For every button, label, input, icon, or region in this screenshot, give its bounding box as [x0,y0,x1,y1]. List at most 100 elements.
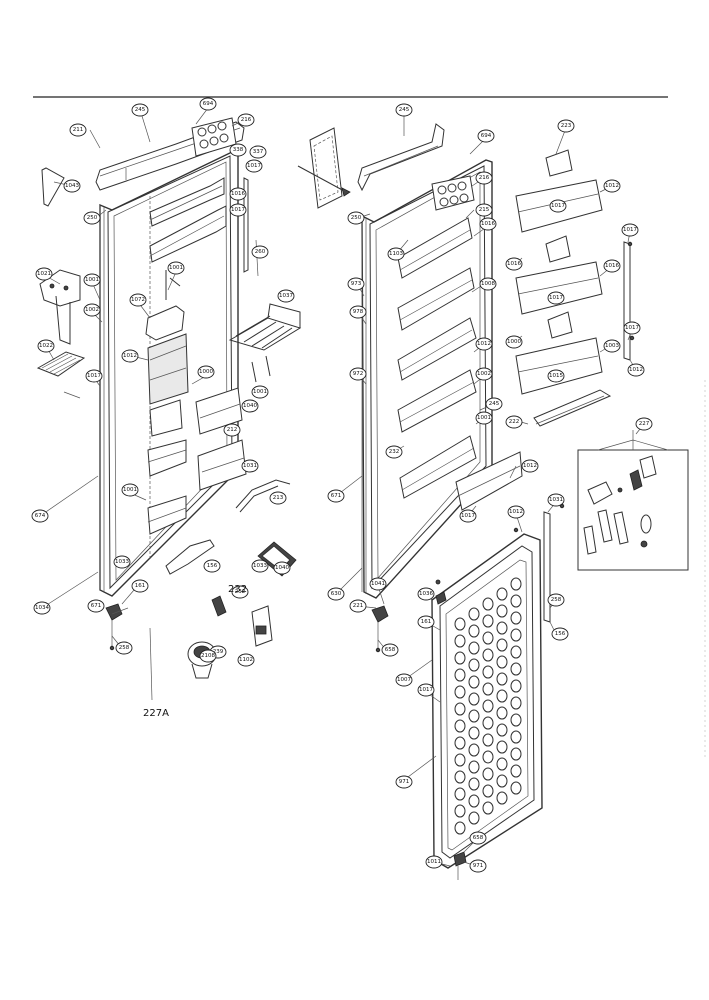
drawer-dimple [468,726,480,740]
left-callout: 1001 [121,483,139,497]
right-callout: 1012 [603,179,621,193]
callout-number: 1016 [481,221,495,227]
callout-circle [381,643,399,657]
callout-circle [203,559,221,573]
drawer-dimple [496,621,508,635]
right-door-lower-hinge [371,605,389,623]
callout-circle [241,459,259,473]
right-callout: 971 [469,859,487,873]
drawer-dimple [496,604,508,618]
drawer-dimple [482,682,494,696]
callout-circle [63,179,81,193]
right-callout: 1017 [623,321,641,335]
drawer-dimple [468,743,480,757]
callout-number: 694 [481,133,492,139]
drawer-dimple [482,733,494,747]
right-door-top-cap [357,123,445,192]
right-callout: 973 [347,277,365,291]
callout-number: 161 [135,583,146,589]
callout-number: 1016 [507,261,521,267]
drawer-dimple [468,760,480,774]
callout-circle [237,113,255,127]
callout-number: 1012 [477,341,491,347]
drawer-dimple-grid [454,577,522,835]
callout-number: 1002 [477,371,491,377]
right-callout: 1041 [369,577,387,591]
right-callout: 972 [349,367,367,381]
right-callout: 1002 [475,367,493,381]
callout-circle [31,509,49,523]
left-door-lower-hinge [105,603,123,621]
drawer-dimple [510,628,522,642]
callout-number: 1017 [231,207,245,213]
right-callout: 1012 [475,337,493,351]
left-door-frame [99,151,239,597]
right-callout: 1017 [549,199,567,213]
callout-circle [197,365,215,379]
callout-number: 1001 [253,389,267,395]
left-handle-strip [41,167,65,207]
left-callout: 1001 [83,273,101,287]
callout-circle [551,627,569,641]
left-callout: 213 [269,491,287,505]
callout-circle [395,673,413,687]
drawer-dimple [510,747,522,761]
right-callout: 1012 [627,363,645,377]
drawer-dimple [468,607,480,621]
part-232-label: 232 [228,584,247,595]
right-callout: 216 [475,171,493,185]
drawer-dimple [468,709,480,723]
left-callout: 337 [249,145,267,159]
left-door-external-parts [36,117,302,679]
callout-circle [37,339,55,353]
callout-circle [83,211,101,225]
left-callout: 232 [231,585,249,599]
drawer-dimple [482,699,494,713]
callout-circle [475,411,493,425]
callout-number: 1012 [605,183,619,189]
right-callout: 232 [385,445,403,459]
callout-number: 227 [639,421,650,427]
right-callout: 250 [347,211,365,225]
callout-number: 1001 [123,487,137,493]
callout-circle [549,199,567,213]
callout-number: 1017 [549,295,563,301]
callout-number: 1021 [37,271,51,277]
callout-circle [627,363,645,377]
drawer-dimple [482,648,494,662]
callout-circle [417,683,435,697]
drawer-dimple [482,767,494,781]
callout-circle [505,257,523,271]
left-callout: 694 [199,97,217,111]
left-callout: 1017 [85,369,103,383]
left-callout: 1037 [277,289,295,303]
left-callout: 1033 [113,555,131,569]
drawer-dimple [482,665,494,679]
callout-number: 1017 [623,227,637,233]
right-callout: 1017 [417,683,435,697]
hardware-kit-box [577,430,689,571]
left-callout: 216 [237,113,255,127]
callout-number: 250 [351,215,362,221]
callout-circle [277,289,295,303]
right-callout: 222 [505,415,523,429]
freezer-rail [623,241,631,361]
right-callout: 223 [557,119,575,133]
drawer-dimple [454,821,466,835]
callout-circle [229,187,247,201]
callout-circle [327,587,345,601]
callout-circle [547,369,565,383]
right-callout: 1001 [475,411,493,425]
right-callout: 221 [349,599,367,613]
callout-number: 213 [273,495,284,501]
drawer-dimple [510,781,522,795]
callout-number: 1040 [275,565,289,571]
drawer-dimple [454,753,466,767]
callout-number: 1001 [477,415,491,421]
callout-number: 1000 [507,339,521,345]
callout-number: 1017 [625,325,639,331]
callout-circle [547,493,565,507]
right-callout: 1008 [479,277,497,291]
callout-circle [113,555,131,569]
